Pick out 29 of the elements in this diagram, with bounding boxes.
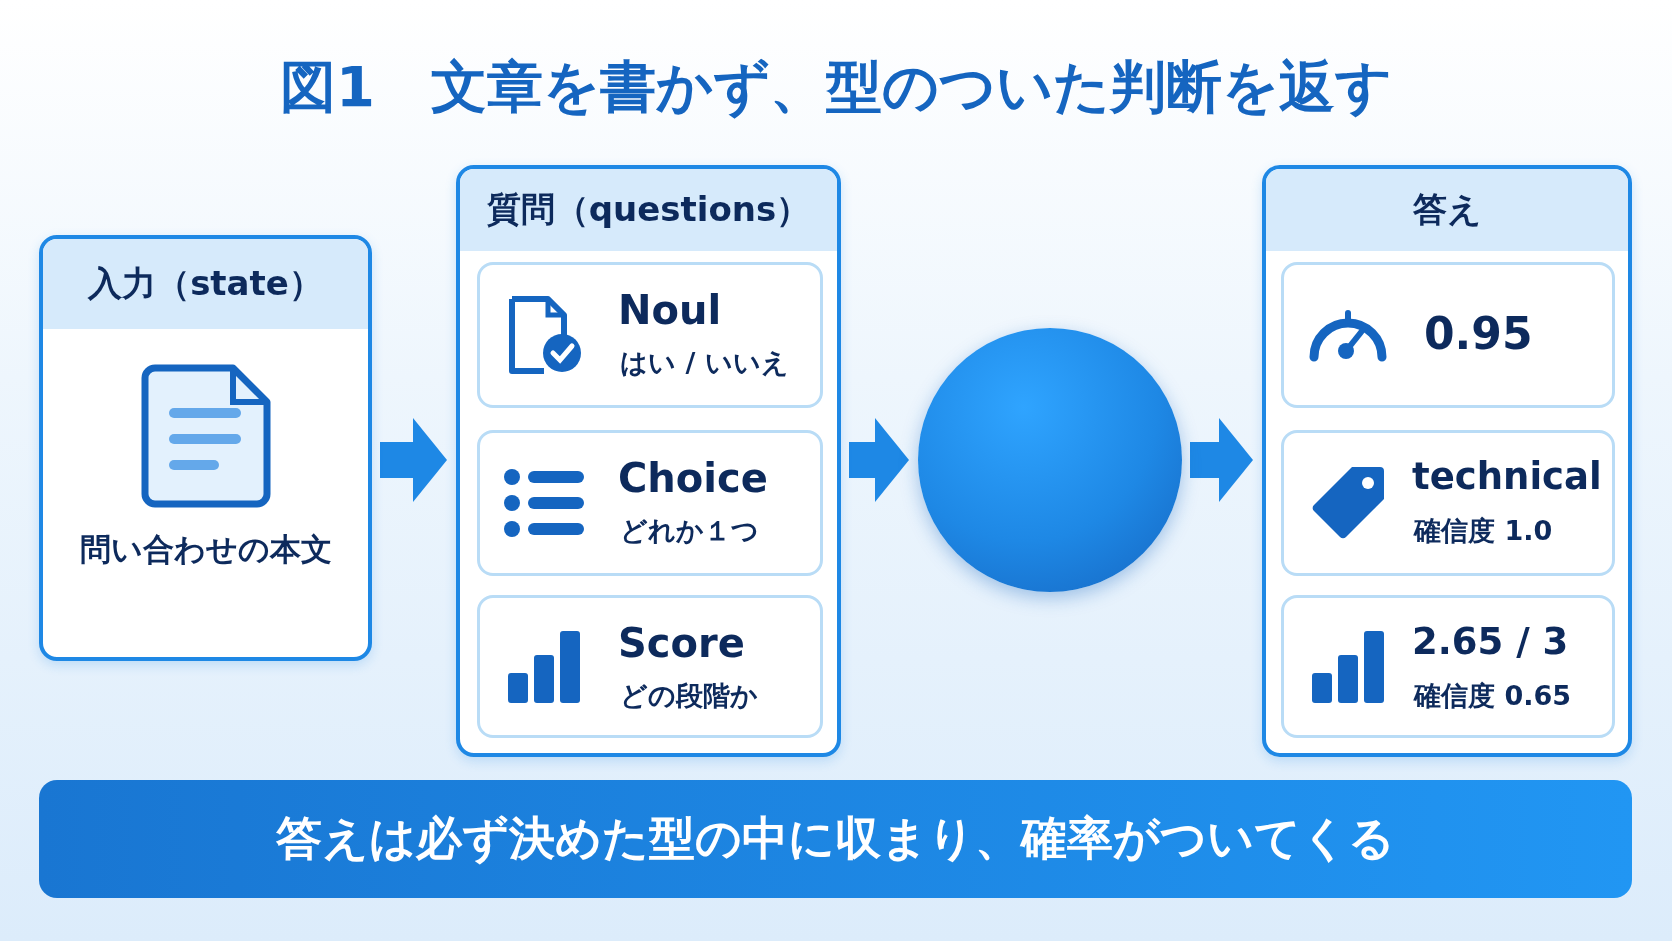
description-text: はい / いいえ: [620, 346, 789, 380]
card: [477, 430, 823, 576]
title: 図1 文章を書かず、型のついた判断を返す: [279, 53, 1393, 121]
card: [477, 595, 823, 738]
answer-value: technical: [1412, 455, 1602, 498]
panel: [1262, 165, 1632, 757]
confidence-text: 確信度 1.0: [1414, 514, 1553, 548]
question-type: Noul: [618, 287, 722, 333]
panel-heading: 入力（state）: [43, 239, 368, 329]
question-type: Score: [618, 620, 745, 666]
description-text: どれか１つ: [620, 514, 759, 548]
arrow: [1190, 418, 1253, 502]
body-text: 問い合わせの本文: [78, 530, 333, 569]
answer-value: 0.95: [1424, 308, 1533, 359]
answer-value: 2.65 / 3: [1412, 620, 1569, 663]
confidence-text: 確信度 0.65: [1414, 679, 1572, 713]
card: [1281, 262, 1615, 408]
card: [1281, 595, 1615, 738]
banner: 答えは必ず決めた型の中に収まり、確率がついてくる: [39, 780, 1632, 898]
arrow: [849, 418, 909, 502]
panel: [39, 235, 372, 661]
panel-heading: 質問（questions）: [460, 169, 837, 251]
arrow: [380, 418, 447, 502]
panel-heading: 答え: [1266, 169, 1628, 251]
panel: [456, 165, 841, 757]
description-text: どの段階か: [620, 679, 758, 713]
card: [1281, 430, 1615, 576]
question-type: Choice: [618, 455, 768, 501]
card: [477, 262, 823, 408]
